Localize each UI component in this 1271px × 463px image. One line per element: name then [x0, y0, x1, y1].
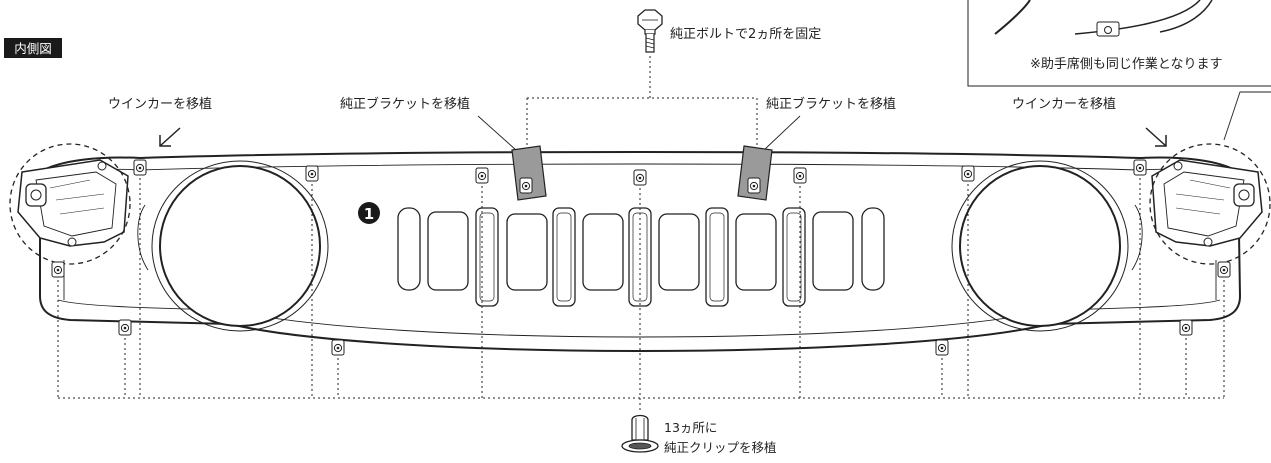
passenger-side-note: ※助手席側も同じ作業となります	[1030, 56, 1223, 72]
clip-icon	[621, 414, 659, 453]
bracket-left-leader	[477, 115, 517, 151]
winker-lamp-left	[17, 159, 129, 247]
grille-slots	[397, 207, 885, 307]
winker-lamp-right	[1151, 159, 1263, 247]
headlight-left	[137, 160, 329, 332]
grille-slot-inner-lines	[479, 212, 802, 302]
winker-left-arrow	[159, 127, 181, 147]
inset-box: ※助手席側も同じ作業となります	[967, 0, 1271, 141]
winker-right-label: ウインカーを移植	[1012, 97, 1116, 112]
bolt-label: 純正ボルトで2ヵ所を固定	[670, 27, 821, 42]
view-tag-label: 内側図	[14, 41, 52, 56]
winker-right-highlight	[1149, 143, 1271, 265]
winker-right-arrow	[1145, 127, 1167, 147]
clip-label-line2: 純正クリップを移植	[664, 440, 777, 455]
step-number: 1	[364, 205, 374, 223]
headlight-right	[951, 160, 1143, 332]
bolt-icon	[637, 9, 663, 53]
bracket-left-label: 純正ブラケットを移植	[340, 96, 470, 112]
winker-left-highlight	[9, 143, 131, 265]
clip-leader-lines	[57, 178, 1225, 412]
step-number-badge: 1	[358, 202, 380, 224]
view-tag: 内側図	[4, 38, 62, 58]
bracket-right-label: 純正ブラケットを移植	[766, 96, 896, 112]
winker-left-label: ウインカーを移植	[108, 97, 212, 112]
bracket-right-leader	[763, 115, 801, 151]
bolt-leader-lines	[526, 56, 758, 150]
clip-label-line1: 13ヵ所に	[664, 420, 717, 435]
